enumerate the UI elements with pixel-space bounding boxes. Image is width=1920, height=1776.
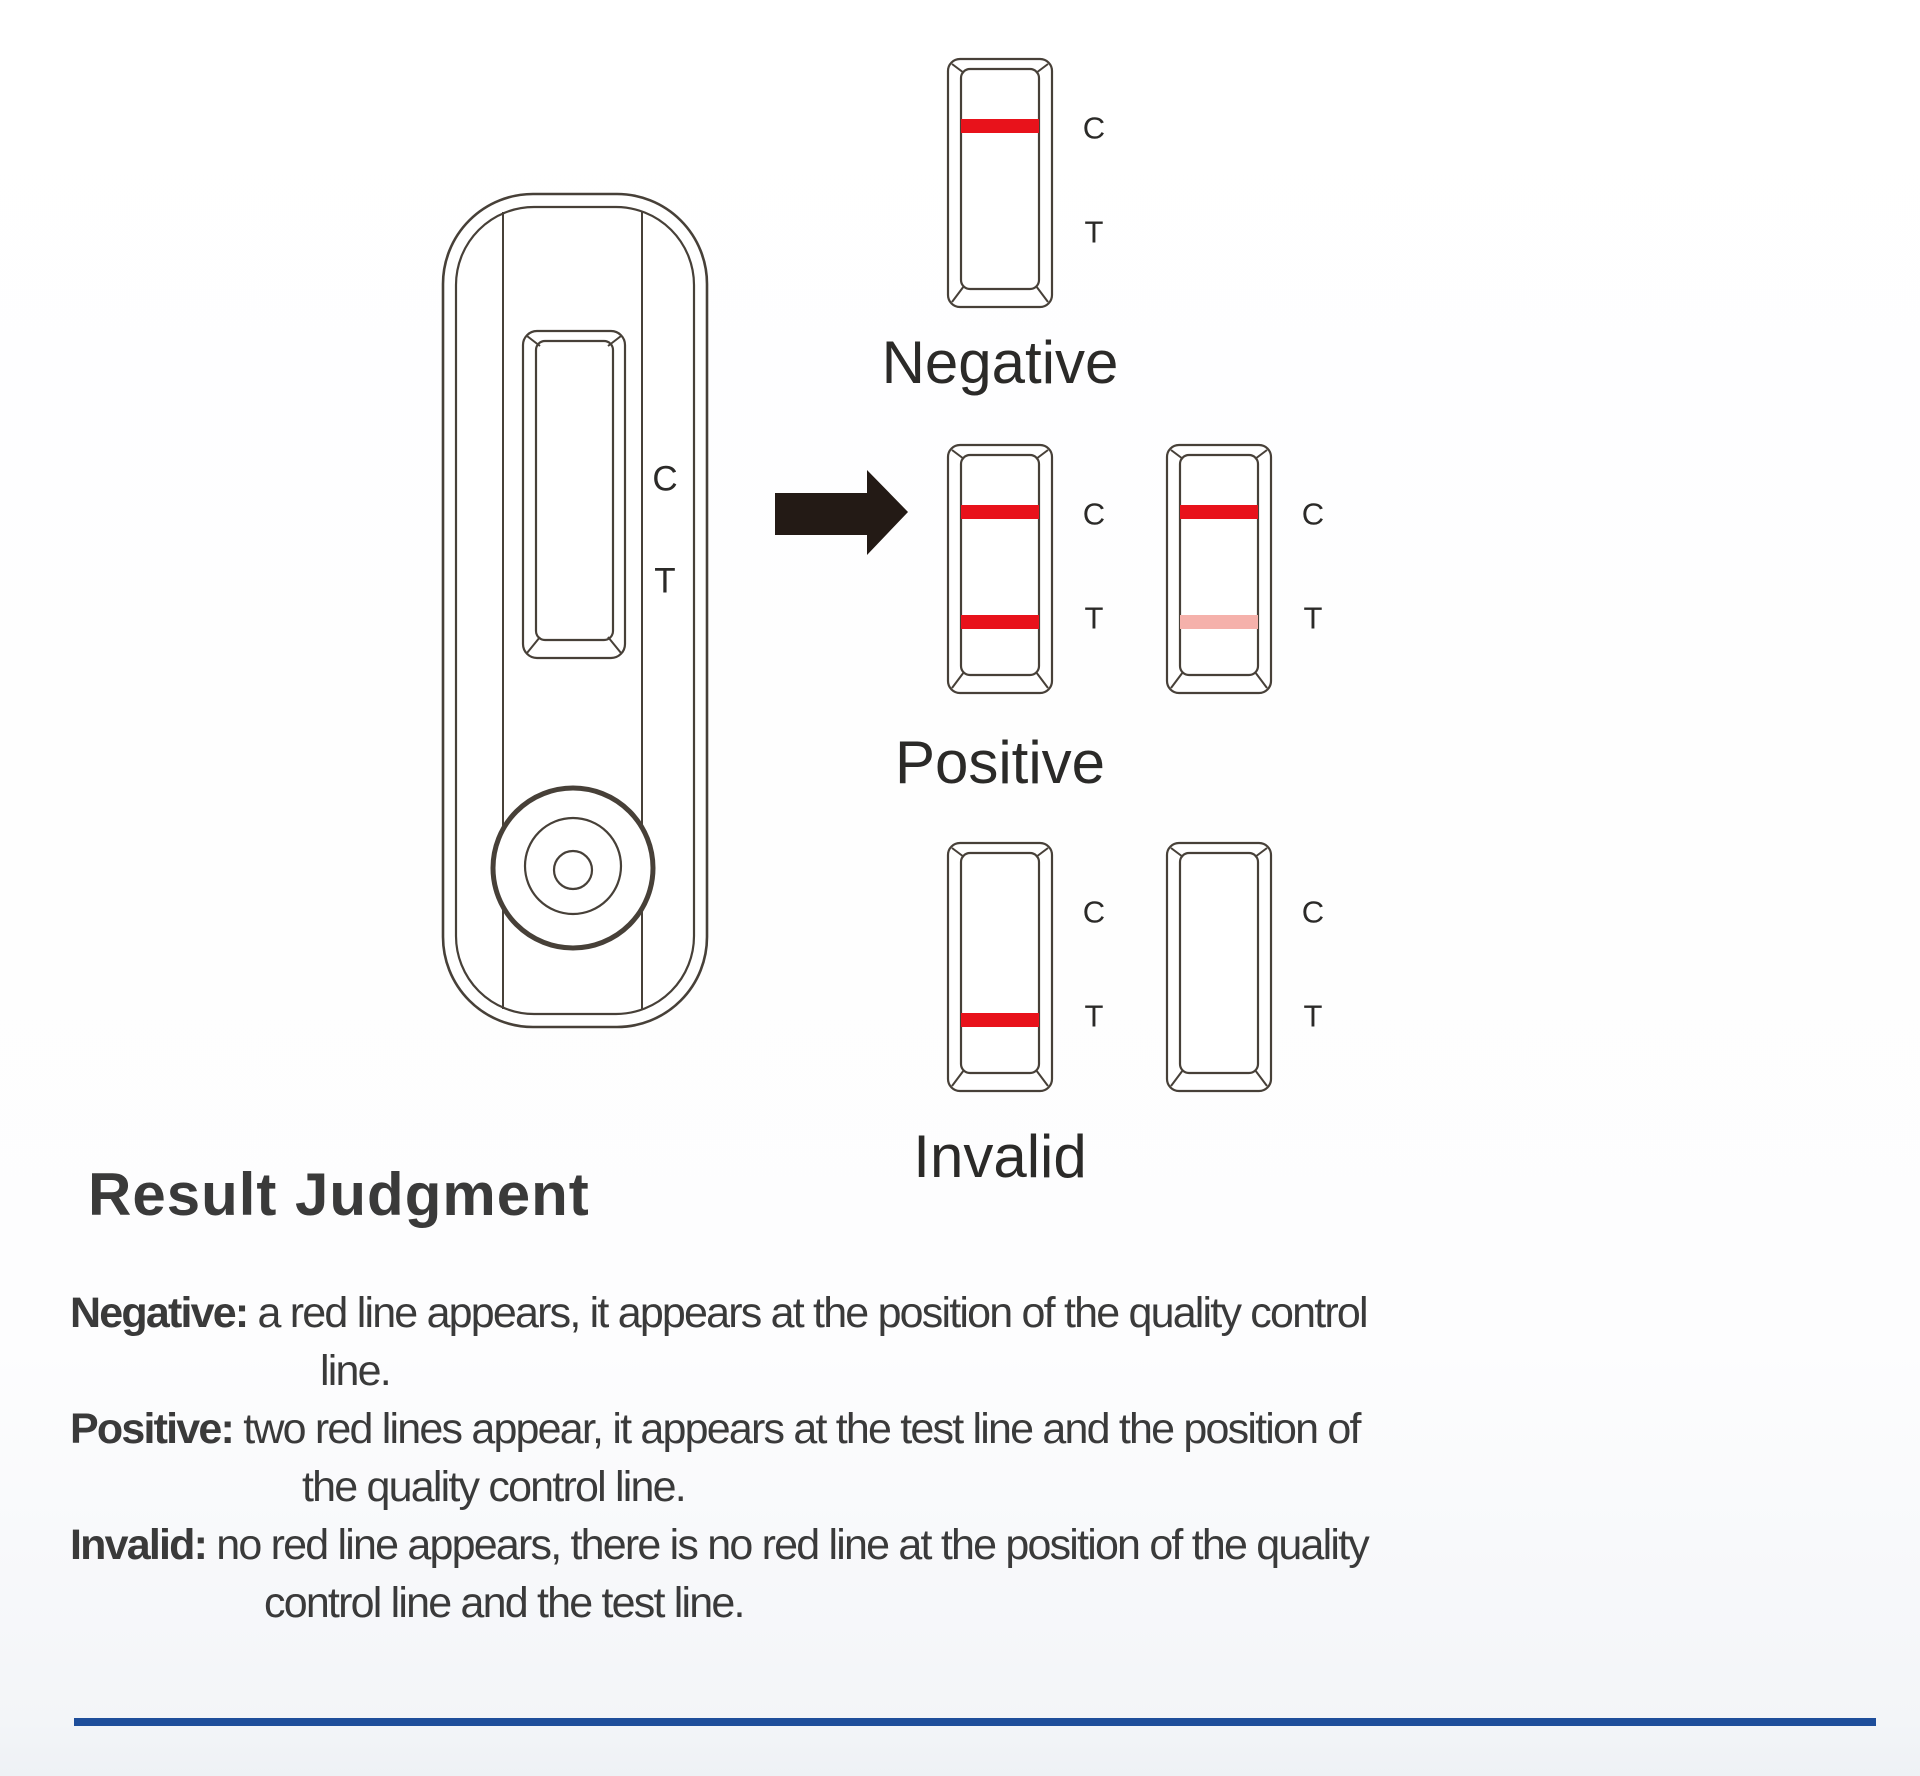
paragraph-text: a red line appears, it appears at the po… bbox=[257, 1289, 1369, 1337]
control-line bbox=[961, 119, 1039, 133]
paragraph-label: Invalid: bbox=[70, 1521, 208, 1569]
result-window-inner bbox=[534, 339, 615, 642]
section-title: Result Judgment bbox=[88, 1161, 590, 1228]
paragraph-text: two red lines appear, it appears at the … bbox=[243, 1405, 1361, 1453]
test-line bbox=[961, 1013, 1039, 1027]
test-cassette-illustration bbox=[441, 192, 709, 1029]
result-caption-negative: Negative bbox=[881, 329, 1119, 396]
strip-test-label: T bbox=[1084, 214, 1104, 250]
test-line bbox=[961, 615, 1039, 629]
strip-test-label: T bbox=[1303, 600, 1323, 636]
result-caption-positive: Positive bbox=[894, 729, 1106, 796]
result-window-outer bbox=[521, 329, 627, 660]
strip-test-label: T bbox=[1303, 998, 1323, 1034]
paragraph-text-continued: line. bbox=[320, 1347, 392, 1395]
strip-test-label: T bbox=[1084, 998, 1104, 1034]
sample-well-middle bbox=[523, 816, 623, 916]
result-caption-invalid: Invalid bbox=[913, 1123, 1087, 1190]
sample-well-inner bbox=[552, 849, 594, 891]
paragraph-label: Negative: bbox=[70, 1289, 249, 1337]
result-strip bbox=[1165, 443, 1273, 695]
result-descriptions: Negative: a red line appears, it appears… bbox=[70, 1284, 1890, 1632]
arrow-right-icon bbox=[775, 470, 908, 555]
result-description-negative: Negative: a red line appears, it appears… bbox=[70, 1284, 1890, 1400]
result-window-bevels bbox=[526, 335, 622, 654]
test-line bbox=[1180, 615, 1258, 629]
strip-control-label: C bbox=[1082, 110, 1106, 146]
result-strip bbox=[946, 57, 1054, 309]
control-line bbox=[1180, 505, 1258, 519]
control-line bbox=[961, 505, 1039, 519]
strip-control-label: C bbox=[1301, 894, 1325, 930]
paragraph-text: no red line appears, there is no red lin… bbox=[216, 1521, 1369, 1569]
result-strips-layer bbox=[946, 57, 1273, 1093]
strip-control-label: C bbox=[1082, 496, 1106, 532]
strip-control-label: C bbox=[1301, 496, 1325, 532]
strip-test-label: T bbox=[1084, 600, 1104, 636]
sample-well-outer bbox=[490, 785, 656, 951]
strip-control-label: C bbox=[1082, 894, 1106, 930]
device-test-line-label: T bbox=[654, 561, 676, 601]
device-control-line-label: C bbox=[652, 459, 678, 499]
paragraph-label: Positive: bbox=[70, 1405, 235, 1453]
result-description-invalid: Invalid: no red line appears, there is n… bbox=[70, 1516, 1890, 1632]
result-strip bbox=[946, 443, 1054, 695]
result-strip bbox=[1165, 841, 1273, 1093]
result-description-positive: Positive: two red lines appear, it appea… bbox=[70, 1400, 1890, 1516]
paragraph-text-continued: the quality control line. bbox=[302, 1463, 687, 1511]
cassette-rim bbox=[454, 205, 696, 1016]
divider-rule bbox=[74, 1718, 1876, 1726]
paragraph-text-continued: control line and the test line. bbox=[264, 1579, 745, 1627]
result-strip bbox=[946, 841, 1054, 1093]
